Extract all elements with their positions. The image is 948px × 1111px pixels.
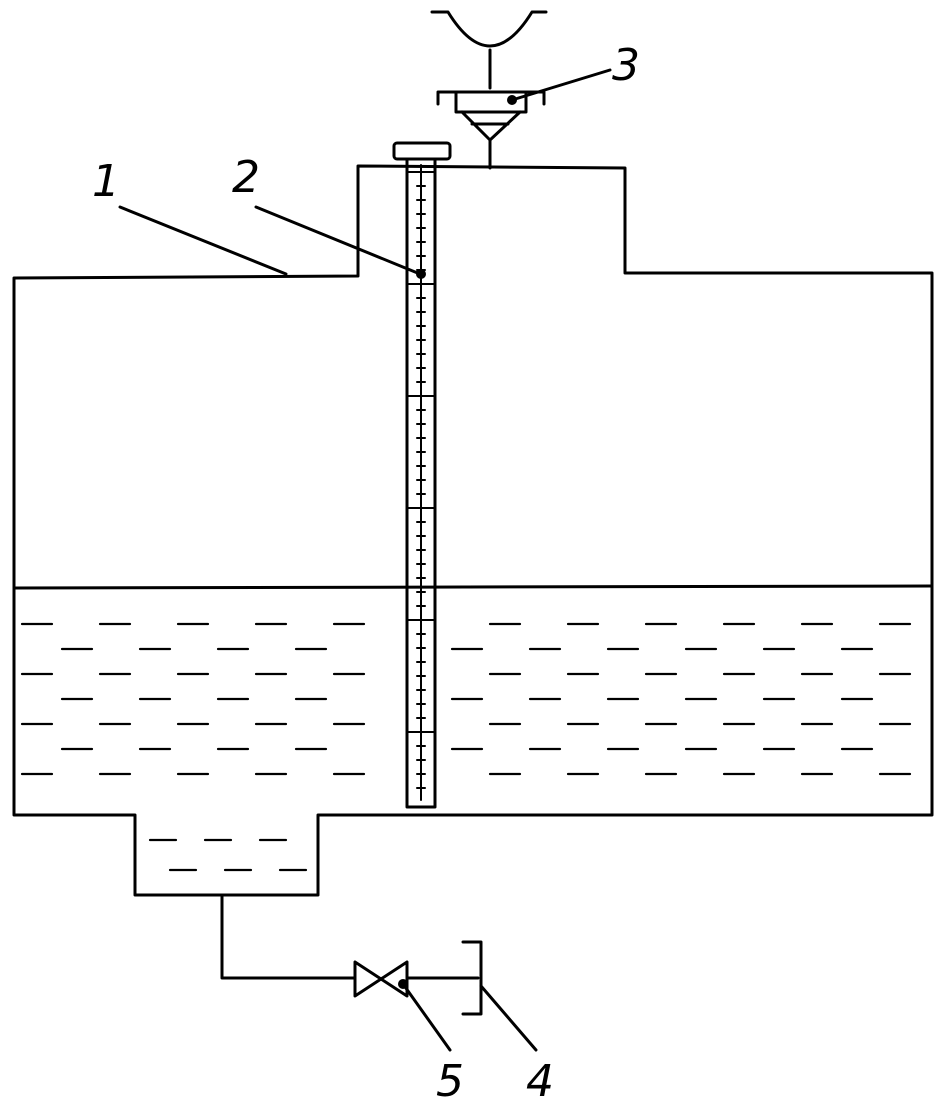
callout-1: 1 <box>92 156 120 207</box>
callout-2: 2 <box>232 152 260 203</box>
drain-pipe <box>220 893 357 980</box>
measuring-gauge <box>392 141 452 809</box>
valve <box>353 960 409 998</box>
callout-4: 4 <box>526 1056 554 1107</box>
callout-3: 3 <box>612 40 640 91</box>
leader-4 <box>479 984 538 1052</box>
drip-device <box>430 10 548 170</box>
leader-3 <box>510 68 612 102</box>
leader-1 <box>118 205 288 276</box>
collection-vessel <box>461 940 483 1016</box>
leader-5 <box>401 982 452 1052</box>
tank-outline <box>12 164 934 897</box>
liquid-surface <box>12 584 934 590</box>
leader-2 <box>254 205 422 276</box>
callout-5: 5 <box>436 1056 464 1107</box>
liquid-dashes <box>20 622 912 872</box>
